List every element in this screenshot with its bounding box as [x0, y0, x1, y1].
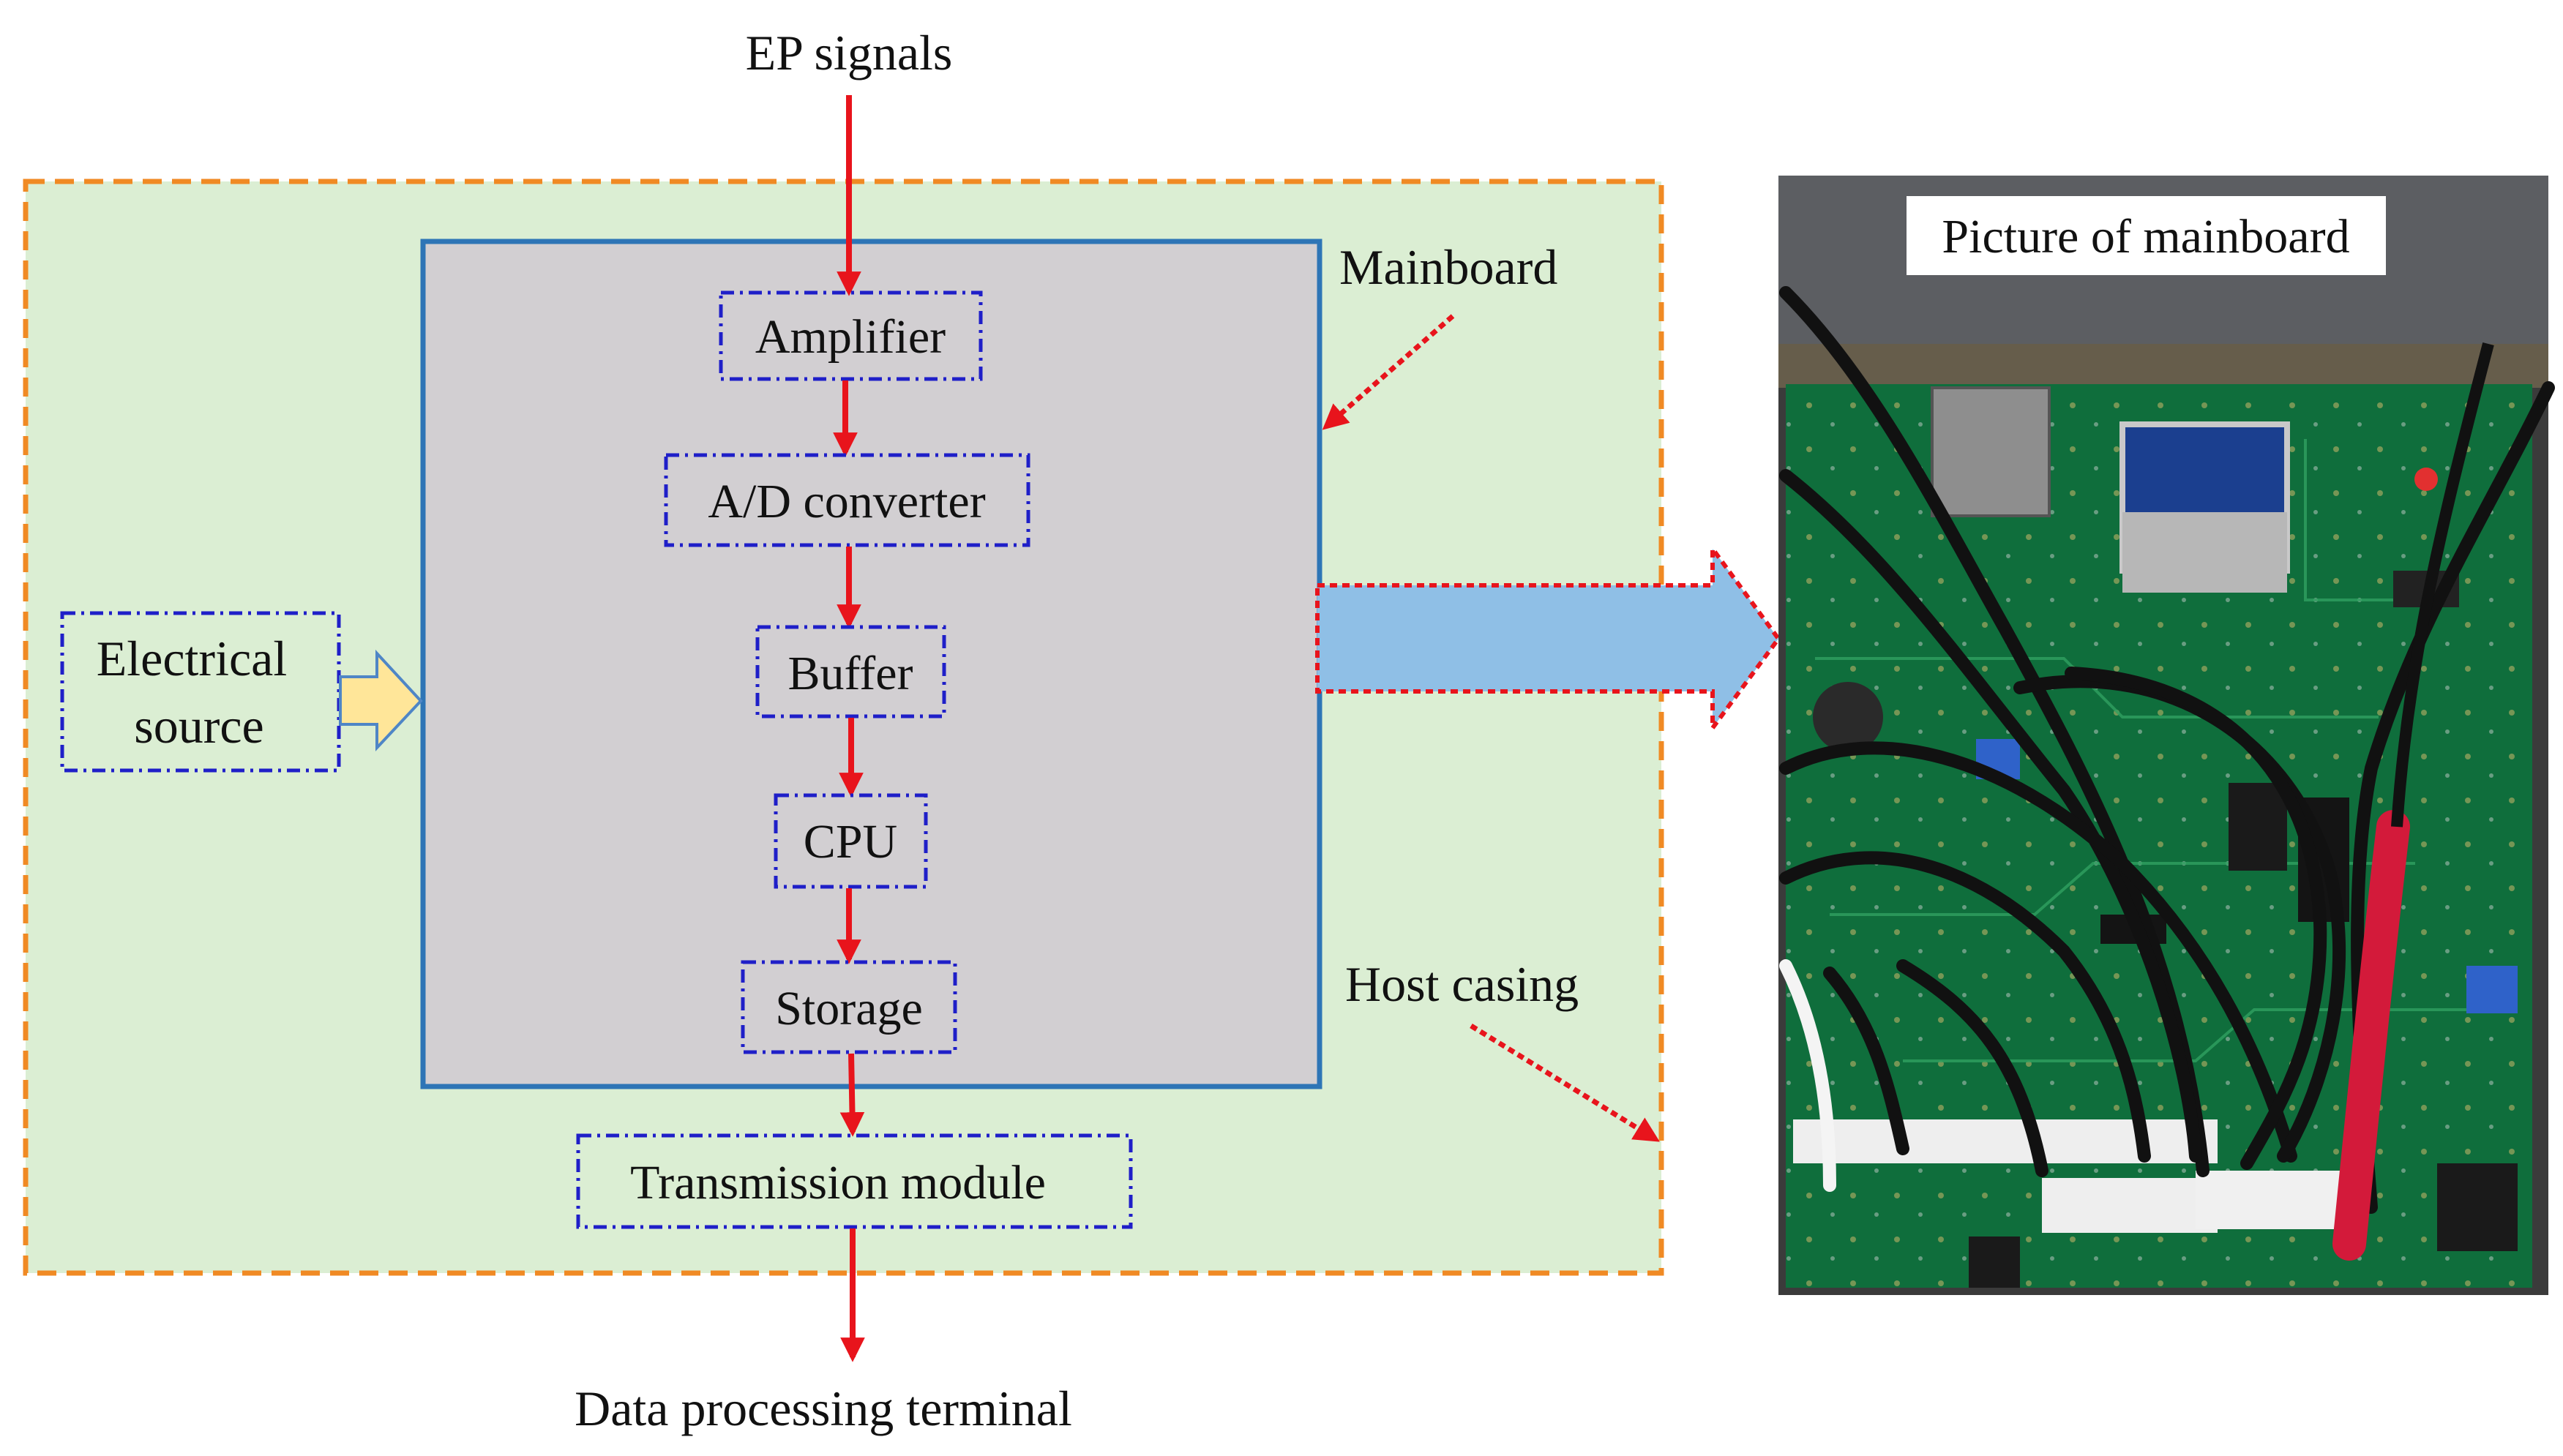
electrical-source-label-line1: Electrical: [97, 631, 287, 686]
host-casing-pointer: [1470, 1024, 1660, 1142]
ad-converter-label: A/D converter: [708, 475, 985, 528]
host-casing-label: Host casing: [1345, 956, 1579, 1012]
storage-to-transmission-arrow: [839, 1053, 865, 1137]
buffer-label: Buffer: [787, 647, 913, 700]
storage-label: Storage: [775, 982, 923, 1035]
buffer-block: [755, 625, 946, 718]
electrical-source-label-line2: source: [134, 698, 263, 754]
ep-signals-label: EP signals: [746, 25, 953, 80]
transmission-module-block: [576, 1133, 1133, 1229]
photo-caption-box: [1907, 196, 2386, 275]
storage-block: [741, 960, 957, 1054]
power-supply-arrow: [339, 649, 423, 752]
data-processing-terminal-label: Data processing terminal: [575, 1381, 1072, 1436]
mainboard-label: Mainboard: [1339, 239, 1557, 295]
mainboard-box: [420, 239, 1322, 1089]
mainboard-pointer: [1322, 314, 1455, 430]
amplifier-block: [719, 290, 983, 381]
ad-converter-block: [664, 453, 1030, 547]
mainboard-to-photo-arrow: [1315, 541, 1781, 735]
photo-caption: Picture of mainboard: [1942, 210, 2349, 263]
transmission-module-label: Transmission module: [630, 1156, 1046, 1209]
cpu-label: CPU: [804, 815, 897, 868]
cpu-block: [774, 793, 928, 889]
mainboard-photo: Picture of mainboard: [1778, 176, 2555, 1295]
amplifier-label: Amplifier: [755, 310, 946, 364]
